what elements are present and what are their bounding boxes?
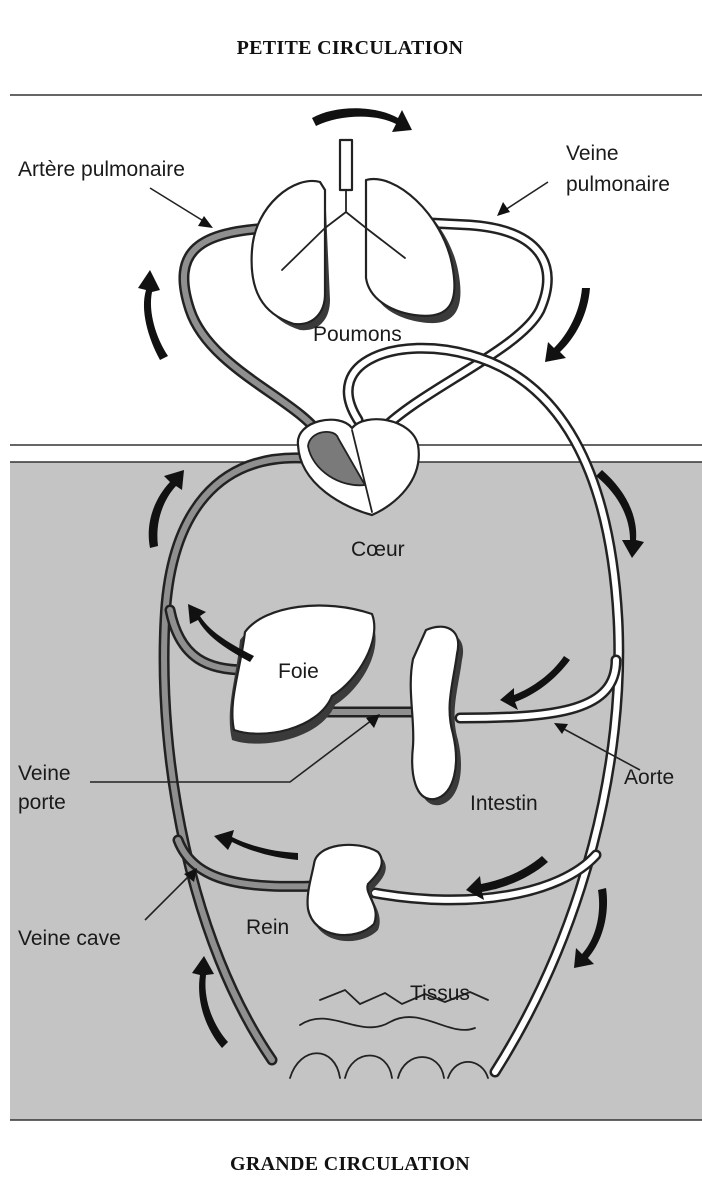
label-foie: Foie bbox=[278, 660, 319, 683]
label-rein: Rein bbox=[246, 916, 289, 939]
label-poumons: Poumons bbox=[313, 323, 402, 346]
label-artere-pulmonaire: Artère pulmonaire bbox=[18, 158, 185, 181]
label-veine-porte-2: porte bbox=[18, 791, 66, 814]
petite-circulation-heading: PETITE CIRCULATION bbox=[237, 37, 464, 59]
label-veine-pulmonaire-1: Veine bbox=[566, 142, 619, 165]
label-intestin: Intestin bbox=[470, 792, 538, 815]
label-veine-pulmonaire-2: pulmonaire bbox=[566, 173, 670, 196]
label-tissus: Tissus bbox=[410, 982, 470, 1005]
label-veine-cave: Veine cave bbox=[18, 927, 121, 950]
grande-circulation-heading: GRANDE CIRCULATION bbox=[230, 1153, 470, 1175]
label-aorte: Aorte bbox=[624, 766, 674, 789]
label-veine-porte-1: Veine bbox=[18, 762, 71, 785]
label-coeur: Cœur bbox=[351, 538, 405, 561]
